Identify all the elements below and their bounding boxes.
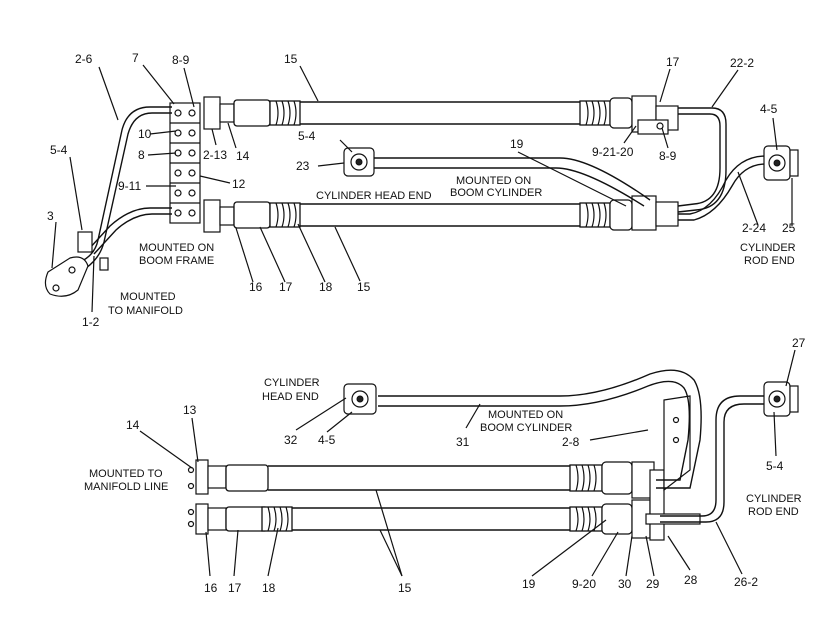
callout-17-b: 17 bbox=[228, 581, 242, 595]
caption-to-manifold: TO MANIFOLD bbox=[108, 305, 183, 317]
caption-mounted: MOUNTED bbox=[120, 291, 176, 303]
callout-8-9-right: 8-9 bbox=[659, 149, 677, 163]
tube-26-2 bbox=[660, 395, 764, 517]
tube-22-2 bbox=[677, 107, 727, 213]
caption-manifold-line: MANIFOLD LINE bbox=[84, 481, 168, 493]
tube-2-6 bbox=[79, 106, 172, 263]
callout-18: 18 bbox=[319, 280, 333, 294]
callout-18-b: 18 bbox=[262, 581, 276, 595]
flange-rod-end-27 bbox=[763, 381, 799, 417]
callout-9-20: 9-20 bbox=[572, 577, 596, 591]
caption-mounted-to: MOUNTED TO bbox=[89, 468, 163, 480]
callout-29: 29 bbox=[646, 577, 660, 591]
caption-rod-end-1: ROD END bbox=[744, 255, 795, 267]
callout-30: 30 bbox=[618, 577, 632, 591]
caption-cylinder-rod-2: CYLINDER bbox=[746, 493, 802, 505]
caption-cylinder-rod-1: CYLINDER bbox=[740, 242, 796, 254]
captions-bottom: CYLINDER HEAD END MOUNTED ON BOOM CYLIND… bbox=[84, 377, 802, 518]
callout-15: 15 bbox=[284, 52, 298, 66]
callout-16-b: 16 bbox=[204, 581, 218, 595]
callout-17: 17 bbox=[666, 55, 680, 69]
callout-2-13: 2-13 bbox=[203, 148, 227, 162]
callout-4-5-b: 4-5 bbox=[318, 433, 336, 447]
callout-13: 13 bbox=[183, 403, 197, 417]
callout-8: 8 bbox=[138, 148, 145, 162]
callout-8-9: 8-9 bbox=[172, 53, 190, 67]
callout-14: 14 bbox=[236, 149, 250, 163]
top-assembly bbox=[44, 64, 799, 313]
callout-25: 25 bbox=[782, 221, 796, 235]
bottom-assembly bbox=[139, 349, 799, 577]
callout-7: 7 bbox=[132, 51, 139, 65]
callout-27: 27 bbox=[792, 336, 806, 350]
callout-15-b: 15 bbox=[398, 581, 412, 595]
captions-top: CYLINDER HEAD END MOUNTED ON BOOM CYLIND… bbox=[108, 175, 796, 317]
callout-4-5: 4-5 bbox=[760, 102, 778, 116]
hose-lower-15 bbox=[233, 195, 679, 231]
callout-32: 32 bbox=[284, 433, 298, 447]
caption-mounted-on-1: MOUNTED ON bbox=[456, 175, 531, 187]
tube-2-24 bbox=[678, 155, 767, 215]
callout-26-2: 26-2 bbox=[734, 575, 758, 589]
callout-10: 10 bbox=[138, 127, 152, 141]
callout-12: 12 bbox=[232, 177, 246, 191]
tube-1-2 bbox=[87, 207, 172, 251]
leader-lines-top bbox=[51, 64, 793, 313]
callout-17-low: 17 bbox=[279, 280, 293, 294]
hose-upper-15 bbox=[233, 95, 679, 135]
callout-5-4-b: 5-4 bbox=[766, 459, 784, 473]
callout-15-low: 15 bbox=[357, 280, 371, 294]
tube-31 bbox=[378, 369, 702, 489]
callout-9-11: 9-11 bbox=[118, 179, 141, 193]
flange-fitting-3 bbox=[44, 256, 89, 297]
callout-3: 3 bbox=[47, 209, 54, 223]
callout-14-b: 14 bbox=[126, 418, 140, 432]
caption-boom-cylinder: BOOM CYLINDER bbox=[450, 187, 542, 199]
caption-mounted-on-3: MOUNTED ON bbox=[488, 409, 563, 421]
callout-23: 23 bbox=[296, 159, 310, 173]
hose-bottom-upper bbox=[225, 461, 655, 499]
manifold-block bbox=[169, 96, 235, 233]
caption-boom-frame: BOOM FRAME bbox=[139, 255, 214, 267]
callout-labels-top: 2-6 7 8-9 15 17 22-2 4-5 10 8 2-13 14 5-… bbox=[47, 51, 796, 329]
callout-5-4-mid: 5-4 bbox=[298, 129, 316, 143]
tube-23 bbox=[374, 157, 651, 201]
caption-cylinder-2: CYLINDER bbox=[264, 377, 320, 389]
manifold-line-fittings bbox=[187, 459, 227, 535]
clamp-5-4-left bbox=[77, 231, 109, 271]
callout-22-2: 22-2 bbox=[730, 56, 754, 70]
leader-lines-bottom bbox=[139, 349, 796, 577]
callout-28: 28 bbox=[684, 573, 698, 587]
callout-labels-bottom: 27 13 14 32 4-5 31 2-8 5-4 16 17 18 15 1… bbox=[126, 336, 806, 595]
callout-9-21-20: 9-21-20 bbox=[592, 145, 634, 159]
callout-16: 16 bbox=[249, 280, 263, 294]
callout-2-8: 2-8 bbox=[562, 435, 580, 449]
caption-rod-end-2: ROD END bbox=[748, 506, 799, 518]
callout-2-6: 2-6 bbox=[75, 52, 93, 66]
callout-1-2: 1-2 bbox=[82, 315, 100, 329]
callout-31: 31 bbox=[456, 435, 470, 449]
callout-2-24: 2-24 bbox=[742, 221, 766, 235]
flange-head-end-32 bbox=[343, 383, 377, 415]
caption-head-end-2: HEAD END bbox=[262, 391, 319, 403]
caption-cylinder-head-end: CYLINDER HEAD END bbox=[316, 190, 432, 202]
callout-19: 19 bbox=[510, 137, 524, 151]
flange-rod-end-25 bbox=[763, 145, 799, 181]
hose-bottom-lower bbox=[225, 499, 651, 539]
flange-head-end-23 bbox=[343, 147, 375, 177]
caption-boom-cylinder-2: BOOM CYLINDER bbox=[480, 422, 572, 434]
caption-mounted-on-2: MOUNTED ON bbox=[139, 242, 214, 254]
callout-19-b: 19 bbox=[522, 577, 536, 591]
callout-5-4-left: 5-4 bbox=[50, 143, 68, 157]
